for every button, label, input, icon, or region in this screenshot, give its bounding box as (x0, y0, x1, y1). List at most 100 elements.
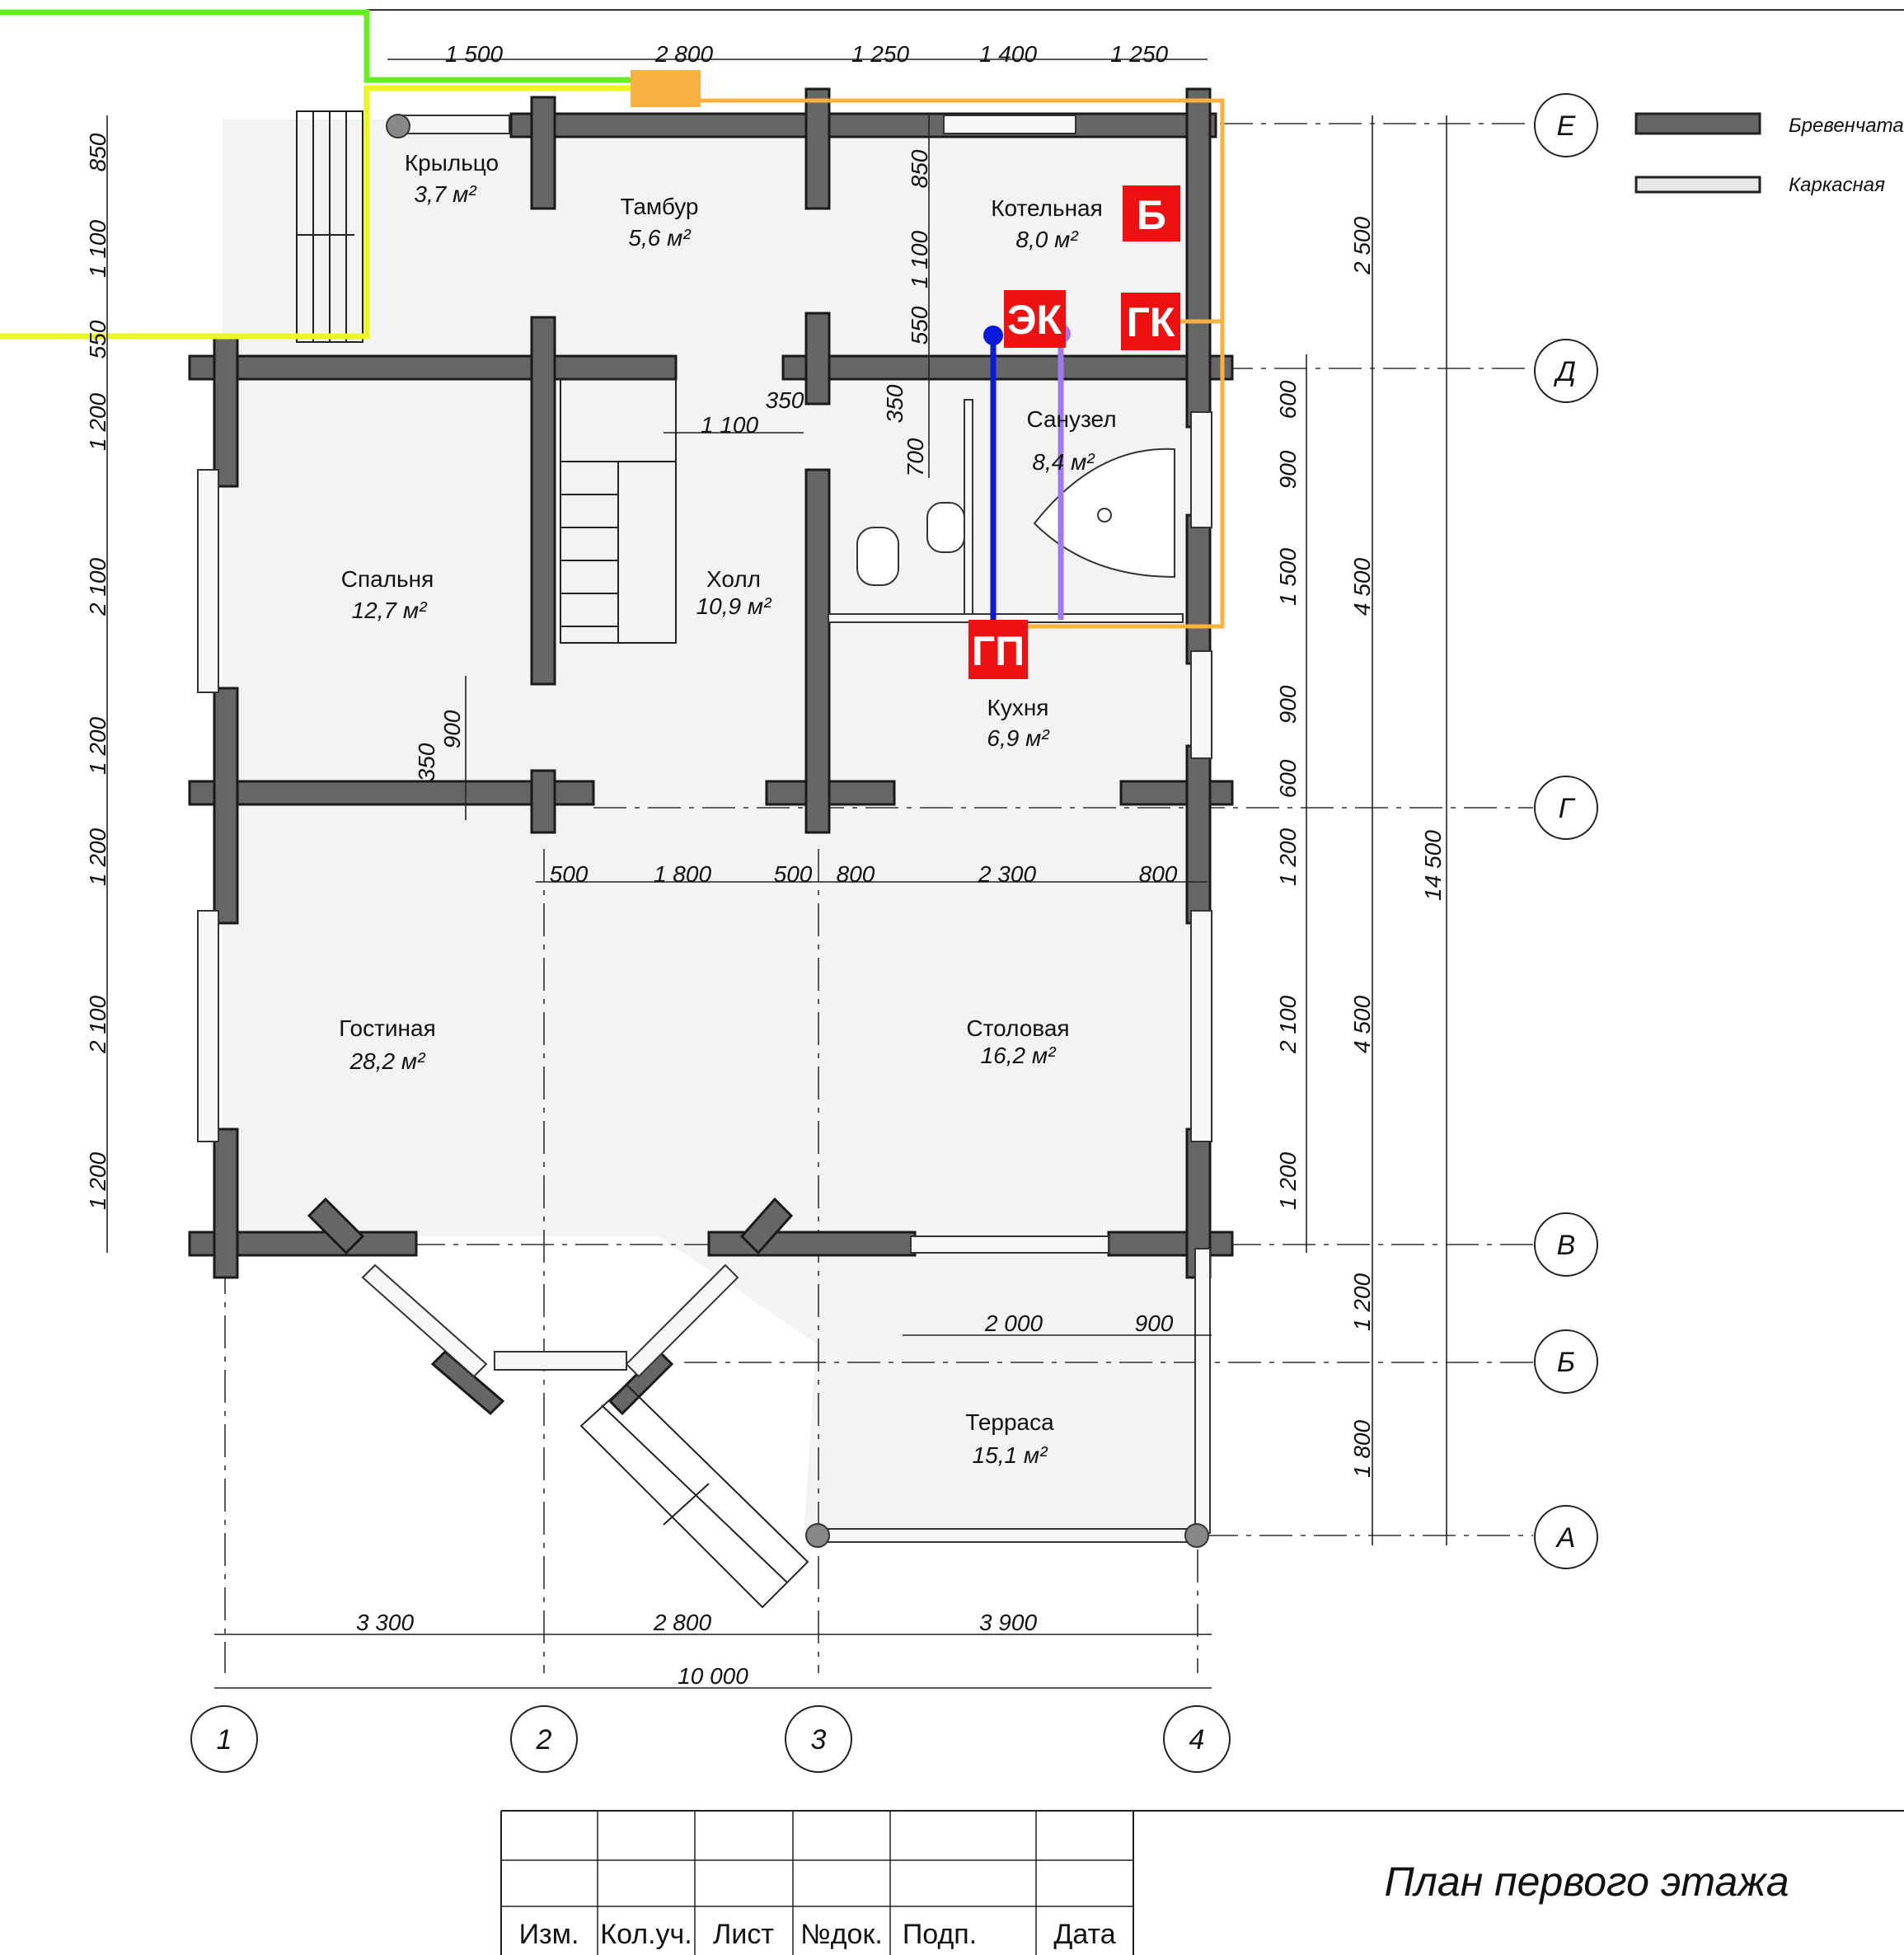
dim-label: 1 500 (445, 41, 503, 67)
dim-label: 1 250 (851, 41, 909, 67)
orange-line (701, 98, 1225, 629)
tag-gk-label: ГК (1127, 299, 1175, 345)
dim-label: 3 300 (356, 1610, 414, 1635)
dim-label: 500 (774, 861, 813, 887)
dim-label: 1 200 (85, 393, 110, 451)
room-labels: Крыльцо 3,7 м² Тамбур 5,6 м² Котельная 8… (339, 150, 1116, 1468)
porch-stairs (296, 110, 809, 1609)
tag-gk: ГК (1121, 293, 1180, 350)
axis-letter: Г (1559, 793, 1576, 824)
dim-label: 1 200 (85, 828, 110, 886)
room-area: 5,6 м² (628, 225, 692, 251)
dim-label: 2 100 (85, 996, 110, 1054)
room-area: 15,1 м² (973, 1442, 1048, 1468)
dim-label: 2 000 (984, 1310, 1043, 1336)
dim-label: 1 400 (979, 41, 1037, 67)
tag-b-label: Б (1137, 192, 1166, 238)
room-name: Кухня (987, 695, 1049, 720)
room-area: 8,4 м² (1032, 449, 1095, 475)
room-name: Гостиная (339, 1015, 436, 1041)
tag-gp-label: ГП (972, 628, 1025, 674)
green-line (0, 9, 635, 83)
room-area: 28,2 м² (349, 1048, 426, 1074)
axis-number: 4 (1189, 1724, 1205, 1756)
axis-number: 2 (536, 1724, 552, 1756)
dim-mid: 500 1 800 500 800 2 300 800 (536, 861, 1208, 887)
dim-label: 550 (85, 320, 110, 359)
room-name: Крыльцо (405, 150, 499, 176)
room-area: 16,2 м² (981, 1043, 1057, 1068)
yellow-line (0, 85, 635, 340)
room-name: Котельная (991, 195, 1103, 221)
page-title: План первого этажа (1384, 1859, 1789, 1905)
room-area: 8,0 м² (1015, 227, 1079, 252)
orange-meter (631, 70, 701, 107)
dim-label: 850 (907, 149, 932, 188)
dim-label: 2 800 (654, 41, 713, 67)
legend-frame-swatch (1634, 176, 1761, 194)
dim-label: 1 200 (1349, 1273, 1375, 1331)
dim-label: 1 100 (701, 412, 758, 438)
dim-label: 14 500 (1420, 830, 1446, 901)
dim-label: 2 300 (978, 861, 1036, 887)
stamp-cell: Кол.уч. (600, 1919, 692, 1950)
dim-label: 3 900 (979, 1610, 1037, 1635)
dim-bottom: 3 300 2 800 3 900 10 000 (214, 1610, 1212, 1689)
dim-label: 600 (1275, 759, 1301, 798)
dim-label: 900 (1275, 450, 1301, 489)
axis-number: 1 (217, 1724, 232, 1756)
dim-label: 1 200 (1275, 1152, 1301, 1210)
axis-number-bubbles: 1 2 3 4 (190, 1705, 1231, 1773)
log-walls (188, 87, 1234, 1416)
stamp-cell: Лист (713, 1919, 774, 1950)
dim-label: 1 200 (1275, 828, 1301, 886)
dim-label: 800 (837, 861, 875, 887)
title-block: Изм. Кол.уч. Лист №док. Подп. Дата План … (500, 1810, 1904, 1955)
dim-label: 350 (766, 387, 804, 413)
dim-label: 1 500 (1275, 548, 1301, 606)
dim-label: 600 (1275, 380, 1301, 419)
dim-label: 1 800 (654, 861, 711, 887)
dim-label: 900 (1135, 1310, 1174, 1336)
dim-label: 2 100 (1275, 996, 1301, 1054)
dim-label: 850 (85, 133, 110, 171)
dim-right: 600 900 1 500 900 600 1 200 2 100 1 200 … (1275, 115, 1447, 1545)
dim-label: 500 (550, 861, 589, 887)
dim-terrace: 2 000 900 (903, 1310, 1212, 1336)
dim-label: 550 (907, 306, 932, 345)
axis-letter: Д (1553, 356, 1576, 387)
room-name: Спальня (341, 566, 434, 592)
room-name: Терраса (965, 1409, 1054, 1435)
legend-log-label: Бревенчатая (1789, 115, 1904, 137)
legend: Бревенчатая Каркасная (1634, 112, 1904, 196)
dim-label: 2 800 (653, 1610, 711, 1635)
tag-gp: ГП (968, 620, 1028, 679)
room-area: 6,9 м² (987, 725, 1050, 751)
axis-letter: Б (1557, 1347, 1575, 1378)
dim-label: 900 (439, 710, 465, 748)
room-area: 12,7 м² (352, 598, 428, 623)
axis-letter-bubbles: Е Д Г В Б А (1534, 93, 1598, 1569)
legend-log-swatch (1634, 112, 1761, 135)
tag-b: Б (1123, 185, 1180, 241)
dim-label: 1 100 (907, 231, 932, 288)
legend-frame-label: Каркасная (1789, 174, 1885, 196)
terrace-column-left (805, 1523, 830, 1548)
dim-label: 4 500 (1349, 996, 1375, 1053)
dim-label: 2 100 (85, 558, 110, 617)
stamp-cell: №док. (800, 1919, 883, 1950)
dim-top: 1 500 2 800 1 250 1 400 1 250 (387, 41, 1208, 67)
stamp-cell: Изм. (519, 1919, 579, 1950)
dim-label: 4 500 (1349, 558, 1375, 616)
blue-point (983, 326, 1003, 345)
dim-inner: 1 100 350 850 1 100 550 350 700 350 900 (414, 115, 932, 820)
stamp-cell: Дата (1053, 1919, 1115, 1950)
axis-letter: Е (1557, 110, 1576, 142)
axis-letter: В (1557, 1230, 1576, 1261)
dim-label: 1 800 (1349, 1420, 1375, 1478)
dim-label: 1 250 (1110, 41, 1168, 67)
stamp-cell: Подп. (903, 1919, 977, 1950)
dim-label: 700 (903, 438, 928, 476)
room-name: Холл (706, 566, 761, 592)
